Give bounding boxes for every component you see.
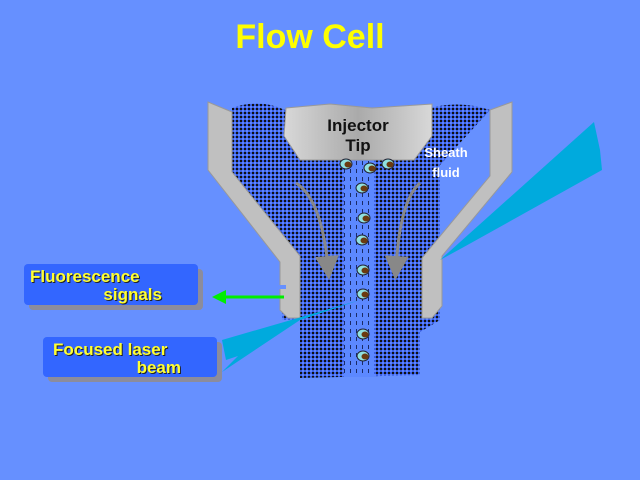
cell-9 [356,328,370,340]
laser-beam-focused [222,300,360,372]
cell-2 [363,162,377,174]
fluorescence-label-line-2: signals [103,285,162,304]
injector-tip-label: Injector Tip [310,116,406,156]
cell-5 [357,212,371,224]
injector-tip [283,103,433,161]
fluorescence-label-line-1: Fluorescence [30,267,140,286]
sheath-fluid-label-line-2: fluid [432,165,460,180]
cell-7 [356,264,370,276]
injector-tip-label-line-1: Injector [327,116,389,135]
flow-arrow-right [384,181,422,280]
laser-beam-incoming [440,122,602,260]
flow-arrow-left [295,181,339,280]
cells-group [339,158,395,362]
sheath-fluid-label-line-1: Sheath [424,145,468,160]
laser-label-line-1: Focused laser [53,340,168,359]
focused-laser-beam-label: Focused laser beam [43,337,217,377]
detector-port [278,285,286,289]
laser-label-line-2: beam [136,358,181,377]
signal-arrow-head [212,290,226,304]
injector-tip-label-line-2: Tip [345,136,371,155]
page-title: Flow Cell [235,18,385,56]
cell-3 [381,158,395,170]
funnel-wall-right [421,101,513,319]
sheath-fluid-label: Sheath fluid [414,143,478,183]
cell-1 [339,158,353,170]
fluorescence-signals-label: Fluorescence signals [24,264,198,305]
cell-6 [355,234,369,246]
cell-4 [355,182,369,194]
funnel-wall-left [207,101,301,319]
cell-10 [356,350,370,362]
cell-8 [356,288,370,300]
